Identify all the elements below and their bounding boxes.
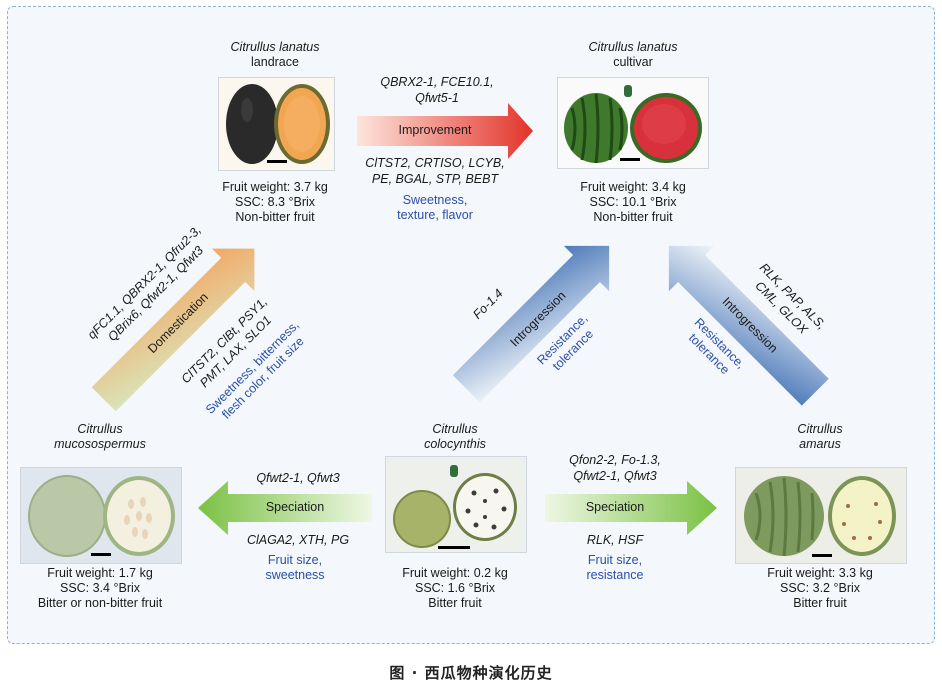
amarus-bitter: Bitter fruit bbox=[793, 596, 847, 610]
landrace-species: Citrullus lanatus bbox=[230, 40, 320, 54]
landrace-type: landrace bbox=[251, 55, 299, 69]
mucosospermus-stats: Fruit weight: 1.7 kg SSC: 3.4 °Brix Bitt… bbox=[10, 566, 190, 611]
speciation-right-qtl-line2: Qfwt2-1, Qfwt3 bbox=[573, 469, 657, 483]
speciation-left-qtl: Qfwt2-1, Qfwt3 bbox=[256, 471, 340, 485]
landrace-photo bbox=[218, 77, 335, 171]
improvement-qtl-line2: Qfwt5-1 bbox=[415, 91, 459, 105]
improvement-trait-line2: texture, flavor bbox=[397, 208, 473, 222]
improvement-gene-line2: PE, BGAL, STP, BEBT bbox=[371, 172, 499, 186]
figure-caption: 图 · 西瓜物种演化历史 bbox=[389, 664, 553, 682]
landrace-weight: Fruit weight: 3.7 kg bbox=[222, 180, 328, 194]
cultivar-header: Citrullus lanatus cultivar bbox=[558, 40, 708, 70]
mucosospermus-epithet: mucosospermus bbox=[54, 437, 146, 451]
improvement-arrow bbox=[357, 103, 533, 159]
colocynthis-ssc: SSC: 1.6 °Brix bbox=[414, 581, 496, 595]
amarus-genus: Citrullus bbox=[797, 422, 843, 436]
amarus-header: Citrullus amarus bbox=[760, 422, 880, 452]
cultivar-bitter: Non-bitter fruit bbox=[593, 210, 673, 224]
colocynthis-stats: Fruit weight: 0.2 kg SSC: 1.6 °Brix Bitt… bbox=[380, 566, 530, 611]
domestication-arrow bbox=[91, 248, 255, 412]
mucosospermus-bitter: Bitter or non-bitter fruit bbox=[37, 596, 163, 610]
improvement-traits: Sweetness, texture, flavor bbox=[370, 193, 500, 223]
mucosospermus-ssc: SSC: 3.4 °Brix bbox=[59, 581, 141, 595]
improvement-genes: ClTST2, CRTISO, LCYB, PE, BGAL, STP, BEB… bbox=[340, 155, 530, 187]
speciation-right-qtls: Qfon2-2, Fo-1.3, Qfwt2-1, Qfwt3 bbox=[545, 452, 685, 484]
speciation-left-trait-line2: sweetness bbox=[265, 568, 325, 582]
speciation-right-trait-line2: resistance bbox=[586, 568, 644, 582]
speciation-left-traits: Fruit size, sweetness bbox=[240, 553, 350, 583]
speciation-right-trait-line1: Fruit size, bbox=[587, 553, 643, 567]
landrace-header: Citrullus lanatus landrace bbox=[200, 40, 350, 70]
amarus-photo bbox=[735, 467, 907, 564]
landrace-ssc: SSC: 8.3 °Brix bbox=[234, 195, 316, 209]
amarus-stats: Fruit weight: 3.3 kg SSC: 3.2 °Brix Bitt… bbox=[745, 566, 895, 611]
colocynthis-epithet: colocynthis bbox=[424, 437, 486, 451]
mucosospermus-weight: Fruit weight: 1.7 kg bbox=[47, 566, 153, 580]
landrace-bitter: Non-bitter fruit bbox=[235, 210, 315, 224]
speciation-right-qtl-line1: Qfon2-2, Fo-1.3, bbox=[569, 453, 661, 467]
cultivar-ssc: SSC: 10.1 °Brix bbox=[589, 195, 677, 209]
mucosospermus-genus: Citrullus bbox=[77, 422, 123, 436]
colocynthis-header: Citrullus colocynthis bbox=[390, 422, 520, 452]
mucosospermus-header: Citrullus mucosospermus bbox=[30, 422, 170, 452]
landrace-stats: Fruit weight: 3.7 kg SSC: 8.3 °Brix Non-… bbox=[195, 180, 355, 225]
speciation-left-arrow bbox=[198, 481, 372, 535]
colocynthis-weight: Fruit weight: 0.2 kg bbox=[402, 566, 508, 580]
speciation-right-genes: RLK, HSF bbox=[586, 533, 644, 547]
amarus-ssc: SSC: 3.2 °Brix bbox=[779, 581, 861, 595]
improvement-gene-line1: ClTST2, CRTISO, LCYB, bbox=[365, 156, 505, 170]
introgression-left-arrow bbox=[452, 245, 610, 403]
cultivar-type: cultivar bbox=[613, 55, 653, 69]
cultivar-photo bbox=[557, 77, 709, 169]
speciation-right-arrow bbox=[545, 481, 717, 535]
mucosospermus-photo bbox=[20, 467, 182, 564]
speciation-left-genes: ClAGA2, XTH, PG bbox=[246, 533, 350, 547]
cultivar-species: Citrullus lanatus bbox=[588, 40, 678, 54]
amarus-weight: Fruit weight: 3.3 kg bbox=[767, 566, 873, 580]
speciation-right-traits: Fruit size, resistance bbox=[560, 553, 670, 583]
improvement-qtl-line1: QBRX2-1, FCE10.1, bbox=[380, 75, 494, 89]
introgression-right-arrow bbox=[668, 245, 829, 406]
speciation-left-label: Speciation bbox=[265, 500, 325, 514]
speciation-left-trait-line1: Fruit size, bbox=[267, 553, 323, 567]
colocynthis-genus: Citrullus bbox=[432, 422, 478, 436]
improvement-label: Improvement bbox=[398, 123, 472, 137]
amarus-epithet: amarus bbox=[799, 437, 841, 451]
improvement-trait-line1: Sweetness, bbox=[402, 193, 468, 207]
speciation-right-label: Speciation bbox=[585, 500, 645, 514]
improvement-qtls: QBRX2-1, FCE10.1, Qfwt5-1 bbox=[357, 74, 517, 106]
cultivar-weight: Fruit weight: 3.4 kg bbox=[580, 180, 686, 194]
colocynthis-bitter: Bitter fruit bbox=[428, 596, 482, 610]
cultivar-stats: Fruit weight: 3.4 kg SSC: 10.1 °Brix Non… bbox=[553, 180, 713, 225]
colocynthis-photo bbox=[385, 456, 527, 553]
